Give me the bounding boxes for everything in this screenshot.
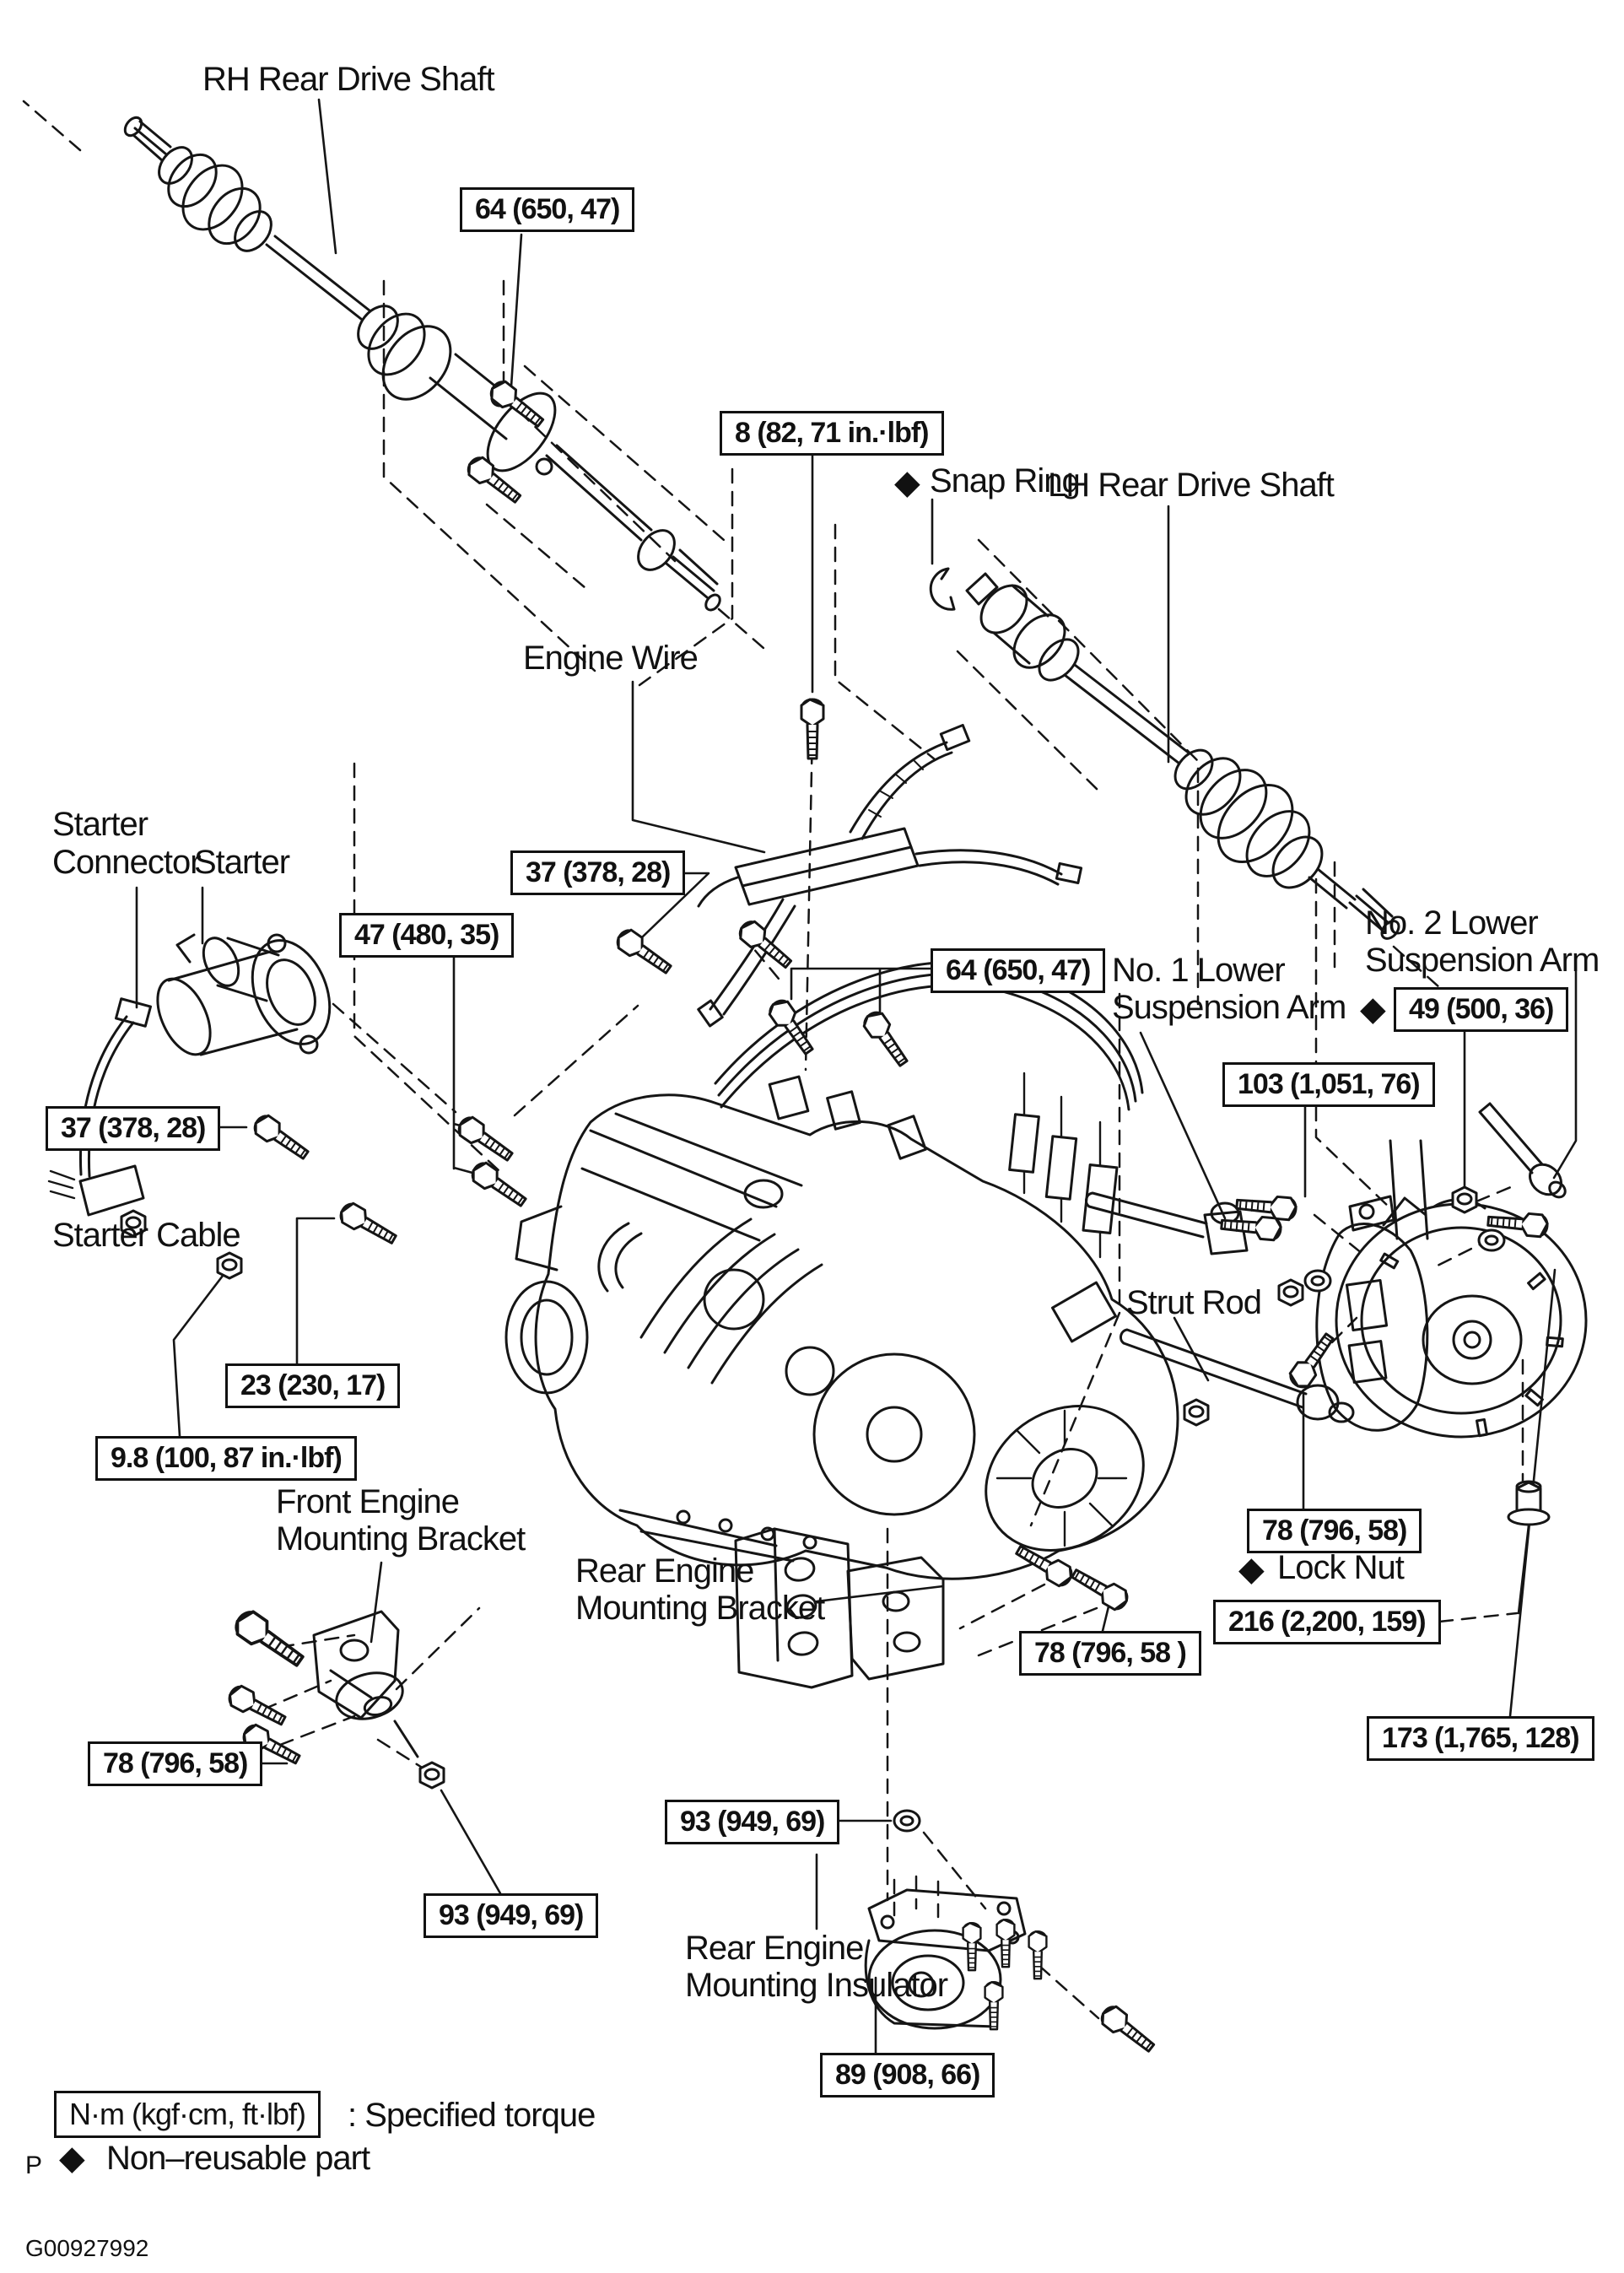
no1-arm-label-line2: Suspension Arm [1112,989,1346,1026]
rear-insulator-label-line2: Mounting Insulator [685,1967,948,2004]
front-bracket-label-line1: Front Engine [276,1483,460,1520]
snap-ring-diamond-icon: ◆ [894,464,920,501]
knuckle-brake-disc-illustration [1315,1139,1588,1526]
strut-rod-illustration [1120,1328,1355,1423]
rear-bracket-label-line1: Rear Engine [575,1552,754,1590]
torque-box-starter-bolts: 47 (480, 35) [339,913,515,958]
no1-suspension-arm-illustration [1085,1191,1249,1255]
torque-box-no2-arm-nut: 49 (500, 36) [1394,987,1569,1033]
front-engine-mounting-bracket-illustration [312,1610,419,1758]
snap-ring-illustration [929,567,956,611]
rear-engine-mounting-insulator-illustration [864,1888,1027,2030]
starter-connector-label-line2: Connector [52,844,202,881]
torque-box-cable-clamp-bolt: 23 (230, 17) [225,1363,401,1409]
starter-cable-illustration [78,1015,135,1178]
snap-ring-label: Snap Ring [930,462,1081,499]
no2-suspension-arm-illustration [1478,1102,1567,1199]
legend-non-reusable-meaning: Non–reusable part [106,2140,370,2177]
rear-insulator-label-line1: Rear Engine [685,1930,864,1967]
torque-box-rear-insulator-nut: 93 (949, 69) [665,1800,840,1845]
no2-arm-label-line2: Suspension Arm [1365,942,1600,979]
legend-diamond-icon: ◆ [59,2140,85,2177]
no1-arm-label-line1: No. 1 Lower [1112,952,1286,989]
rear-bracket-label-line2: Mounting Bracket [575,1590,825,1627]
torque-box-starter-terminal: 37 (378, 28) [46,1106,221,1152]
engine-wire-illustration [697,723,1083,1028]
lock-nut-label: Lock Nut [1277,1549,1405,1586]
front-bracket-label-line2: Mounting Bracket [276,1520,526,1558]
starter-cable-label: Starter Cable [52,1217,241,1254]
torque-box-axle-nut: 173 (1,765, 128) [1367,1716,1594,1762]
starter-connector-label-line1: Starter [52,806,148,843]
figure-code: G00927992 [25,2235,149,2261]
torque-box-strut-rod-bolt: 78 (796, 58) [1247,1509,1422,1554]
strut-rod-label: Strut Rod [1126,1284,1262,1321]
torque-box-rh-shaft-bolts: 64 (650, 47) [460,187,635,233]
lh-drive-shaft-label: LH Rear Drive Shaft [1048,467,1335,504]
torque-box-front-bracket-nut: 93 (949, 69) [424,1893,599,1939]
torque-box-front-bracket-bolts: 78 (796, 58) [88,1741,263,1787]
legend-page-marker: P [25,2152,43,2179]
rear-engine-mounting-bracket-illustration [734,1527,945,1689]
no2-arm-label-line1: No. 2 Lower [1365,904,1539,942]
torque-box-center-bolts: 64 (650, 47) [931,948,1106,994]
torque-box-no1-arm-bolt: 103 (1,051, 76) [1222,1062,1435,1108]
legend-torque-unit-box: N·m (kgf·cm, ft·lbf) [54,2091,321,2138]
torque-box-rear-bracket-bolts: 78 (796, 58 ) [1019,1631,1201,1676]
no2-nut-diamond-icon: ◆ [1360,991,1386,1028]
starter-illustration [47,933,332,1217]
starter-label: Starter [194,844,290,881]
engine-transaxle-illustration [504,960,1179,1580]
torque-box-cable-terminal-nut: 9.8 (100, 87 in.·lbf) [95,1436,357,1482]
torque-box-insulator-bolts: 89 (908, 66) [820,2053,995,2098]
lock-nut-diamond-icon: ◆ [1238,1551,1265,1588]
engine-wire-label: Engine Wire [523,640,699,677]
lock-nut-illustration [1507,1480,1551,1526]
legend-torque-meaning: : Specified torque [348,2097,596,2134]
starter-connector-illustration [115,997,152,1028]
torque-box-wire-clamp-bolt: 8 (82, 71 in.·lbf) [720,411,944,456]
torque-box-wire-bracket-bolt: 37 (378, 28) [510,850,686,896]
torque-box-hub-lock-nut: 216 (2,200, 159) [1213,1600,1441,1645]
rh-drive-shaft-label: RH Rear Drive Shaft [202,61,495,98]
lh-drive-shaft-illustration [929,567,1400,940]
